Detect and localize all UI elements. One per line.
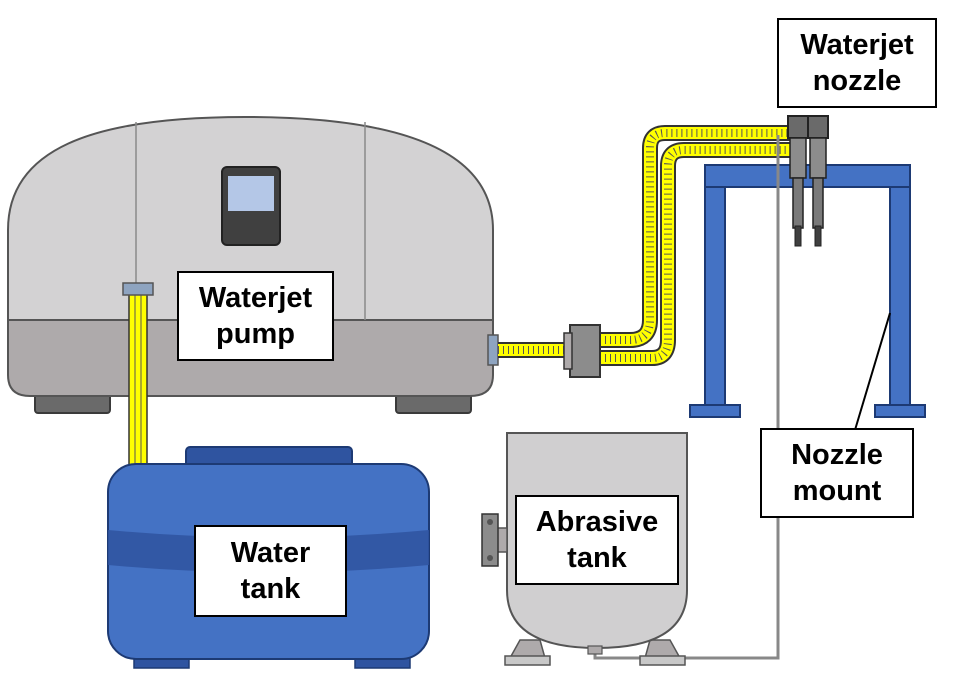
label-abrasive-tank: Abrasive tank [515, 495, 679, 585]
nozzle-head-right [807, 115, 829, 139]
high-pressure-hose [498, 125, 790, 378]
nozzle-mount-leader [854, 312, 891, 431]
nozzle-head-left [787, 115, 809, 139]
mount-leg-left [704, 186, 726, 410]
abrasive-tank-foot-left [504, 655, 551, 666]
abrasive-tank-outlet [587, 645, 603, 655]
abrasive-tank-valve-bolt-bottom [487, 555, 493, 561]
hose-coupling-ring [563, 332, 573, 370]
mount-top-beam [704, 164, 911, 188]
abrasive-tank-valve-flange [481, 513, 499, 567]
label-abrasive-tank-line2: tank [567, 542, 627, 574]
label-waterjet-nozzle: Waterjet nozzle [777, 18, 937, 108]
nozzle-tip-left [794, 225, 802, 247]
label-waterjet-pump: Waterjet pump [177, 271, 334, 361]
label-water-tank: Water tank [194, 525, 347, 617]
label-waterjet-nozzle-line2: nozzle [812, 65, 902, 97]
nozzle-body-left [789, 137, 807, 179]
label-water-tank-line2: tank [240, 573, 301, 605]
label-nozzle-mount-line2: mount [792, 475, 882, 507]
nozzle-body-right [809, 137, 827, 179]
nozzle-mount-frame [689, 164, 926, 418]
label-water-tank-line1: Water [230, 537, 311, 569]
hose-coupling [569, 324, 601, 378]
label-abrasive-tank-line1: Abrasive [535, 506, 659, 538]
pump-display-screen [228, 176, 274, 211]
abrasive-feed-line [593, 135, 780, 660]
supply-hose-ticks [132, 293, 144, 492]
label-waterjet-pump-line2: pump [216, 318, 295, 350]
label-waterjet-pump-line1: Waterjet [198, 282, 313, 314]
high-pressure-hose-inner-fill [600, 144, 790, 364]
waterjet-pump [7, 115, 499, 414]
nozzle-tube-left [792, 177, 804, 229]
label-nozzle-mount: Nozzle mount [760, 428, 914, 518]
mount-foot-right [874, 404, 926, 418]
pump-outlet-fitting [487, 334, 499, 366]
waterjet-nozzle [787, 115, 829, 247]
abrasive-tank-foot-right [639, 655, 686, 666]
label-nozzle-mount-line1: Nozzle [791, 439, 883, 471]
high-pressure-hose-ticks [498, 129, 790, 362]
mount-leg-right [889, 186, 911, 410]
label-waterjet-nozzle-line1: Waterjet [800, 29, 914, 61]
nozzle-tube-right [812, 177, 824, 229]
nozzle-tip-right [814, 225, 822, 247]
mount-foot-left [689, 404, 741, 418]
supply-hose-top-cap [122, 282, 154, 296]
abrasive-tank-valve-bolt-top [487, 519, 493, 525]
